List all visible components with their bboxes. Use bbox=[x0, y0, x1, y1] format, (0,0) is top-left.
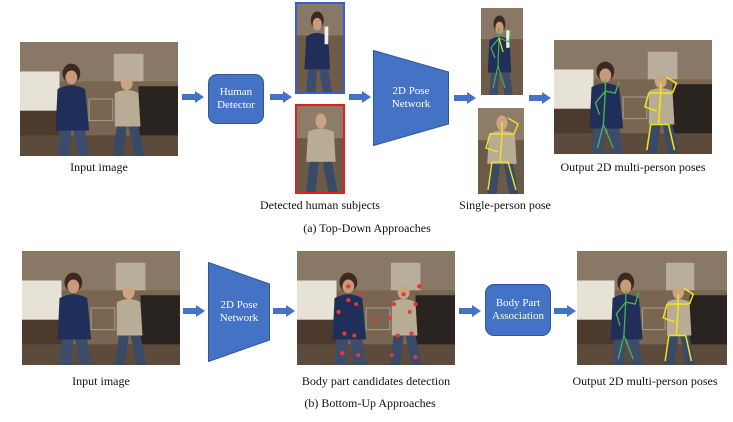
top-output-image bbox=[554, 40, 712, 154]
human-detector-label: Human Detector bbox=[217, 86, 255, 111]
top-caption: (a) Top-Down Approaches bbox=[303, 221, 431, 235]
bottom-input-label: Input image bbox=[72, 374, 130, 388]
detected-subjects-label: Detected human subjects bbox=[260, 198, 380, 212]
top-input-label: Input image bbox=[70, 160, 128, 174]
top-output-scene bbox=[554, 40, 712, 154]
arrow-right-icon bbox=[182, 91, 204, 103]
candidates-label: Body part candidates detection bbox=[301, 374, 451, 388]
top-output-label: Output 2D multi-person poses bbox=[560, 160, 706, 174]
single-pose-label: Single-person pose bbox=[459, 198, 551, 212]
detected-subject-2 bbox=[295, 104, 345, 194]
candidates-scene bbox=[297, 251, 455, 365]
top-pose-network-block: 2D Pose Network bbox=[373, 50, 449, 146]
association-block: Body Part Association bbox=[485, 284, 551, 336]
single-pose-1-image bbox=[481, 8, 523, 95]
scene-image bbox=[20, 42, 178, 156]
bottom-output-scene bbox=[577, 251, 727, 365]
single-pose-2 bbox=[478, 108, 524, 194]
association-label: Body Part Association bbox=[492, 297, 544, 322]
arrow-right-icon bbox=[459, 305, 481, 317]
arrow-right-icon bbox=[454, 92, 476, 104]
human-detector-block: Human Detector bbox=[208, 74, 264, 124]
single-pose-2-image bbox=[478, 108, 524, 194]
arrow-right-icon bbox=[183, 305, 205, 317]
bottom-pose-network-block: 2D Pose Network bbox=[208, 262, 270, 362]
detected-subject-1 bbox=[295, 2, 345, 94]
top-input-image bbox=[20, 42, 178, 156]
single-pose-1 bbox=[481, 8, 523, 95]
bottom-input-image bbox=[22, 251, 180, 365]
arrow-right-icon bbox=[554, 305, 576, 317]
arrow-right-icon bbox=[529, 92, 551, 104]
scene-image bbox=[22, 251, 180, 365]
subject-2-image bbox=[297, 106, 343, 192]
subject-1-image bbox=[297, 4, 343, 92]
bottom-pose-network-label: 2D Pose Network bbox=[219, 299, 259, 324]
arrow-right-icon bbox=[270, 91, 292, 103]
bottom-output-image bbox=[577, 251, 727, 365]
bottom-output-label: Output 2D multi-person poses bbox=[572, 374, 718, 388]
bottom-caption: (b) Bottom-Up Approaches bbox=[304, 396, 436, 410]
arrow-right-icon bbox=[273, 305, 295, 317]
arrow-right-icon bbox=[349, 91, 371, 103]
top-pose-network-label: 2D Pose Network bbox=[391, 85, 431, 110]
candidates-image bbox=[297, 251, 455, 365]
